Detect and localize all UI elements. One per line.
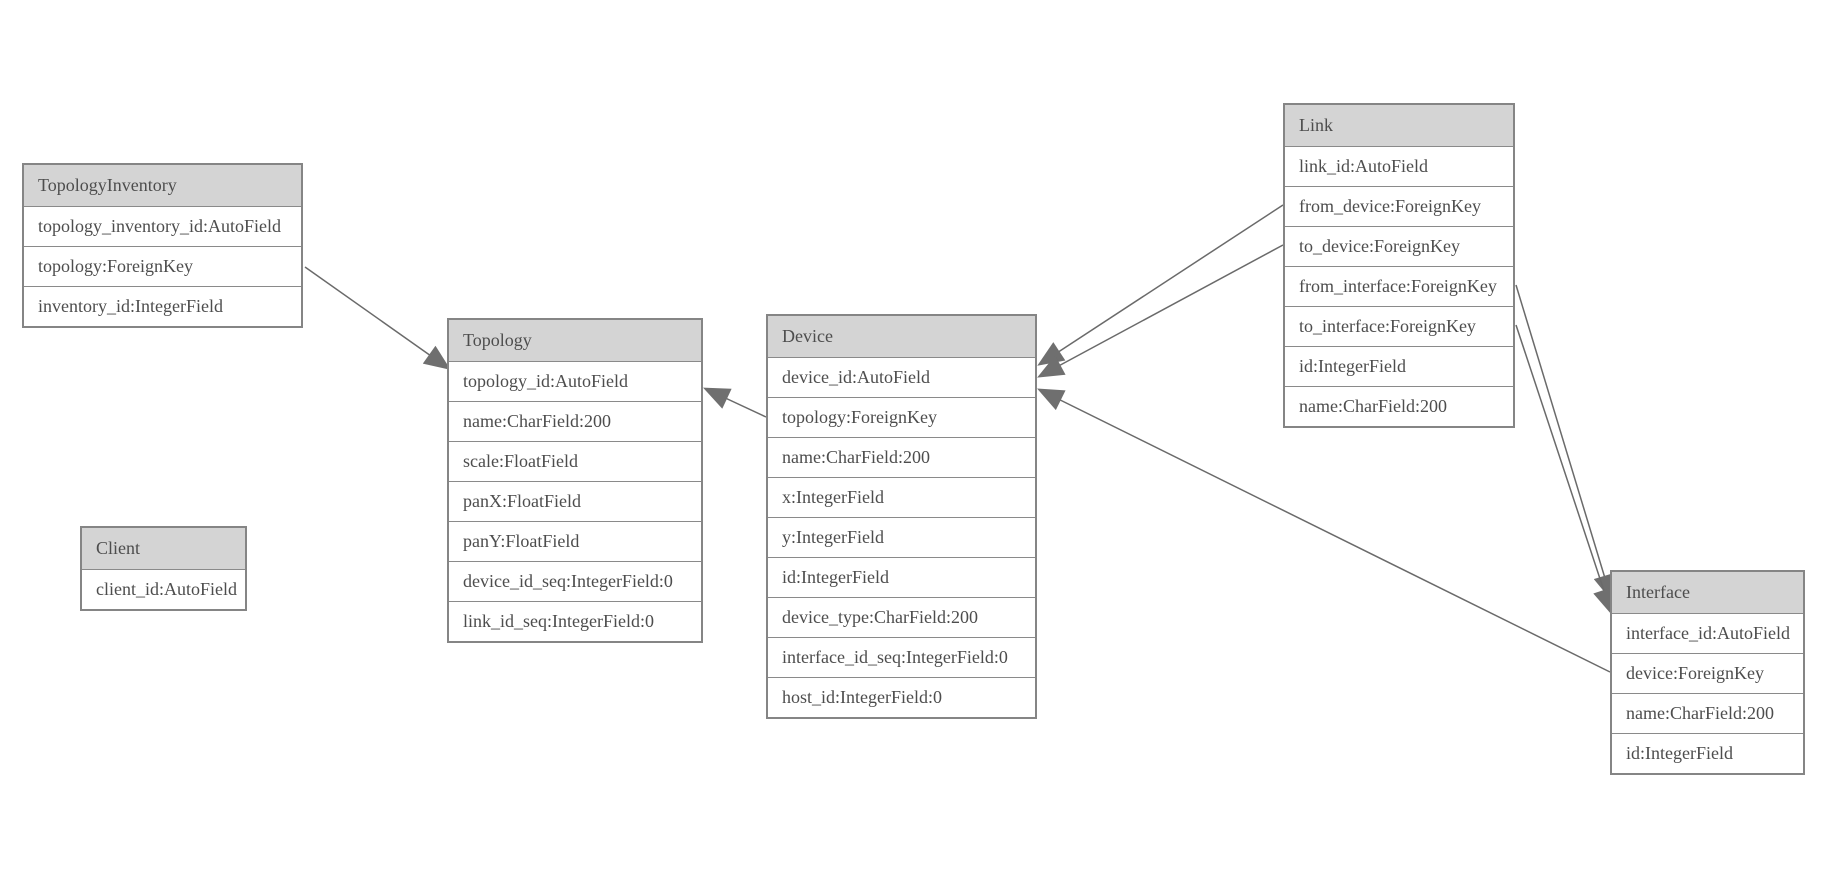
relation-line-link-from_device-to-device	[1037, 204, 1284, 366]
entity-field-row: device_id:AutoField	[768, 358, 1035, 398]
entity-field-row: device_id_seq:IntegerField:0	[449, 562, 701, 602]
entity-field-row: device_type:CharField:200	[768, 598, 1035, 638]
entity-field-row: interface_id:AutoField	[1612, 614, 1803, 654]
entity-title-interface: Interface	[1612, 572, 1803, 614]
entity-field-row: link_id_seq:IntegerField:0	[449, 602, 701, 641]
entity-field-row: name:CharField:200	[1285, 387, 1513, 426]
entity-field-row: topology_id:AutoField	[449, 362, 701, 402]
entity-title-client: Client	[82, 528, 245, 570]
entity-field-row: panX:FloatField	[449, 482, 701, 522]
entity-field-row: link_id:AutoField	[1285, 147, 1513, 187]
relation-line-link-to_device-to-device	[1037, 244, 1284, 378]
entity-field-row: name:CharField:200	[768, 438, 1035, 478]
entity-field-row: from_device:ForeignKey	[1285, 187, 1513, 227]
relation-line-link-from_interface-to-interface	[1515, 284, 1615, 602]
entity-field-row: topology:ForeignKey	[24, 247, 301, 287]
entity-field-row: topology_inventory_id:AutoField	[24, 207, 301, 247]
entity-field-row: to_interface:ForeignKey	[1285, 307, 1513, 347]
entity-field-row: host_id:IntegerField:0	[768, 678, 1035, 717]
entity-field-row: client_id:AutoField	[82, 570, 245, 609]
entity-field-row: to_device:ForeignKey	[1285, 227, 1513, 267]
relation-line-topology_inventory-topology-to-topology	[304, 266, 451, 370]
entity-field-row: id:IntegerField	[768, 558, 1035, 598]
entity-field-row: inventory_id:IntegerField	[24, 287, 301, 326]
relation-line-interface-device-to-device	[1037, 388, 1611, 673]
entity-title-device: Device	[768, 316, 1035, 358]
entity-field-row: name:CharField:200	[1612, 694, 1803, 734]
entity-field-row: name:CharField:200	[449, 402, 701, 442]
entity-field-row: y:IntegerField	[768, 518, 1035, 558]
entity-field-row: device:ForeignKey	[1612, 654, 1803, 694]
entity-field-row: scale:FloatField	[449, 442, 701, 482]
entity-title-link: Link	[1285, 105, 1513, 147]
entity-title-topology: Topology	[449, 320, 701, 362]
entity-field-row: id:IntegerField	[1612, 734, 1803, 773]
entity-field-row: id:IntegerField	[1285, 347, 1513, 387]
entity-field-row: panY:FloatField	[449, 522, 701, 562]
entity-field-row: interface_id_seq:IntegerField:0	[768, 638, 1035, 678]
entity-title-topology_inventory: TopologyInventory	[24, 165, 301, 207]
relation-line-device-topology-to-topology	[703, 387, 767, 418]
entity-field-row: x:IntegerField	[768, 478, 1035, 518]
relation-line-link-to_interface-to-interface	[1515, 324, 1615, 616]
entity-field-row: topology:ForeignKey	[768, 398, 1035, 438]
entity-field-row: from_interface:ForeignKey	[1285, 267, 1513, 307]
